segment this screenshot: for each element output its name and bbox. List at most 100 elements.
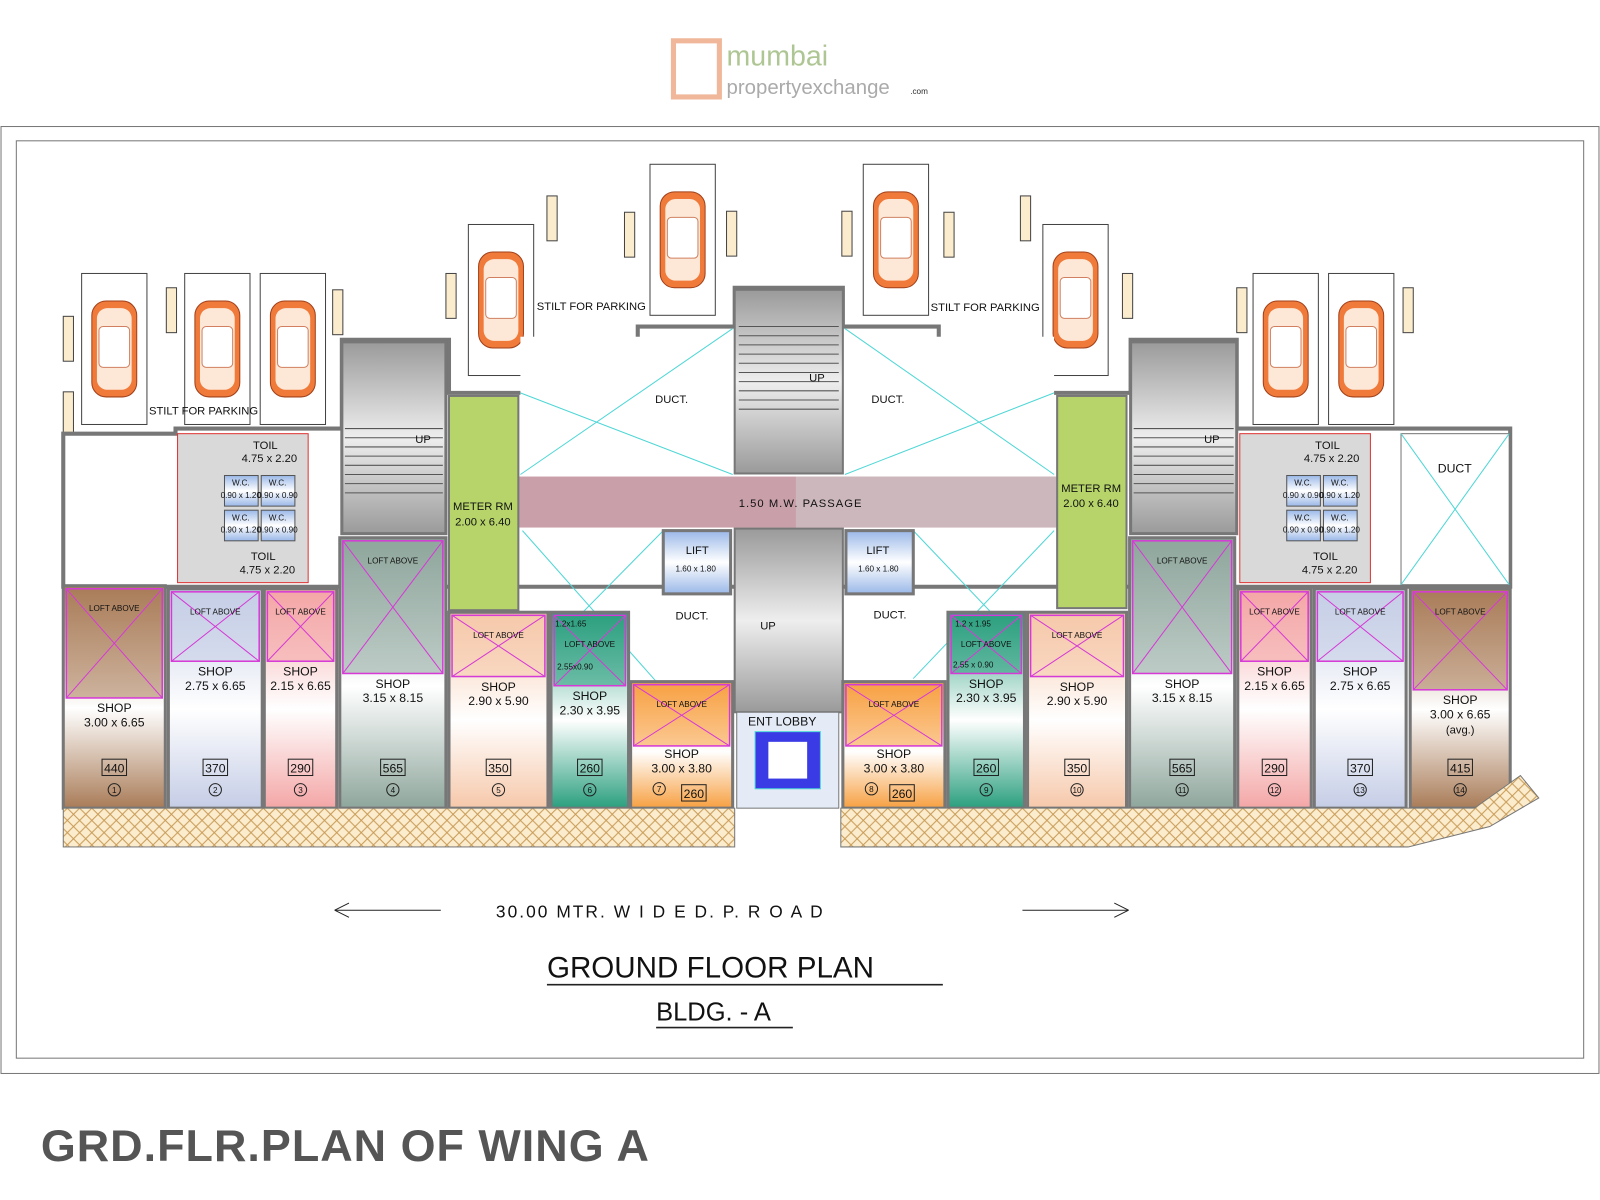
wc-size: 0.90 x 0.90 <box>1283 491 1324 500</box>
wc-label: W.C. <box>269 513 287 522</box>
wc-label: W.C. <box>232 513 250 522</box>
shop-number: 12 <box>1270 786 1280 795</box>
shop-label: SHOP <box>1165 677 1200 691</box>
shop-number: 3 <box>298 786 303 795</box>
shop-label: SHOP <box>664 747 699 761</box>
shop-label: SHOP <box>572 689 607 703</box>
toilet-size: 4.75 x 2.20 <box>1304 453 1360 465</box>
lift-left: LIFT 1.60 x 1.80 <box>661 529 733 596</box>
shop-size: 2.15 x 6.65 <box>270 679 331 693</box>
column <box>546 195 558 242</box>
svg-text:.com: .com <box>910 87 928 96</box>
column <box>1019 195 1032 242</box>
shop-size: 2.30 x 3.95 <box>956 691 1017 705</box>
wc-cubicle: W.C.0.90 x 0.90 <box>1283 475 1324 507</box>
shop-label: SHOP <box>283 665 318 679</box>
shop-number-badge <box>1267 783 1282 797</box>
shop-area: 415 <box>1450 761 1471 775</box>
shop-number: 9 <box>984 786 989 795</box>
shop-number: 14 <box>1456 786 1466 795</box>
svg-text:2.00 x 6.40: 2.00 x 6.40 <box>1063 498 1119 510</box>
shop-number-badge <box>386 783 400 797</box>
svg-text:METER RM: METER RM <box>453 501 513 513</box>
loft-above: LOFT ABOVE <box>632 683 731 747</box>
shop-size: 2.30 x 3.95 <box>560 703 621 717</box>
svg-text:DUCT.: DUCT. <box>873 609 906 621</box>
svg-text:1.60 x 1.80: 1.60 x 1.80 <box>858 564 899 573</box>
loft-label: LOFT ABOVE <box>368 556 419 565</box>
toilet-size: 4.75 x 2.20 <box>240 564 296 576</box>
wc-cubicle: W.C.0.90 x 1.20 <box>221 509 261 542</box>
loft-label: LOFT ABOVE <box>961 640 1012 649</box>
svg-text:DUCT.: DUCT. <box>871 394 904 406</box>
car-icon <box>659 191 706 289</box>
stilt-parking-label-2: STILT FOR PARKING <box>537 301 646 313</box>
column <box>726 210 738 257</box>
loft-label: LOFT ABOVE <box>1435 607 1486 616</box>
shop-area: 260 <box>976 761 997 775</box>
shop-number-badge <box>107 783 121 797</box>
shop-area: 370 <box>1350 761 1371 775</box>
column <box>841 210 853 257</box>
shop-area: 350 <box>1067 761 1088 775</box>
svg-text:UP: UP <box>1204 434 1220 446</box>
shop-number: 2 <box>213 786 218 795</box>
shop-number-badge <box>1070 783 1084 797</box>
area-box <box>1064 758 1090 777</box>
shop-number-badge <box>652 782 666 796</box>
shop-number: 8 <box>869 785 874 794</box>
wc-label: W.C. <box>1331 479 1349 488</box>
svg-text:METER RM: METER RM <box>1061 483 1121 495</box>
shop-number: 11 <box>1178 786 1187 795</box>
car-icon <box>478 251 524 349</box>
column <box>1121 272 1134 319</box>
shop-number-badge <box>1175 783 1189 797</box>
shop-size: 3.00 x 6.65 <box>84 716 145 730</box>
loft-above: LOFT ABOVE <box>1412 591 1508 691</box>
duct-left: DUCT. <box>520 328 733 475</box>
plan-title: GROUND FLOOR PLAN <box>547 952 874 985</box>
sidewalk-left <box>62 807 736 848</box>
parking-bay <box>862 163 930 316</box>
loft-label: LOFT ABOVE <box>869 700 920 709</box>
svg-text:DUCT: DUCT <box>1438 461 1473 475</box>
car-icon <box>91 300 138 398</box>
area-box <box>1169 758 1195 777</box>
wc-label: W.C. <box>232 479 250 488</box>
wc-size: 0.90 x 1.20 <box>1320 491 1361 500</box>
shop-number: 7 <box>657 785 662 794</box>
parking-bay <box>649 163 716 316</box>
wc-cubicle: W.C.0.90 x 1.20 <box>1320 509 1361 542</box>
shop-label: SHOP <box>97 701 132 715</box>
loft-above: LOFT ABOVE <box>1131 540 1233 675</box>
shop-number-badge <box>864 782 879 796</box>
column <box>943 211 955 258</box>
shop-avg-note: (avg.) <box>1446 725 1475 737</box>
loft-label: LOFT ABOVE <box>190 607 241 616</box>
loft-label: LOFT ABOVE <box>564 640 615 649</box>
svg-text:DUCT.: DUCT. <box>655 394 688 406</box>
parking-bay <box>1328 272 1395 425</box>
wc-size: 0.90 x 1.20 <box>1320 526 1361 535</box>
shop-size: 2.15 x 6.65 <box>1244 679 1305 693</box>
loft-above: LOFT ABOVE <box>1240 591 1309 662</box>
car-icon <box>1338 300 1385 398</box>
shop-label: SHOP <box>1343 665 1378 679</box>
parking-bay <box>1042 223 1109 377</box>
svg-text:LIFT: LIFT <box>866 545 889 557</box>
